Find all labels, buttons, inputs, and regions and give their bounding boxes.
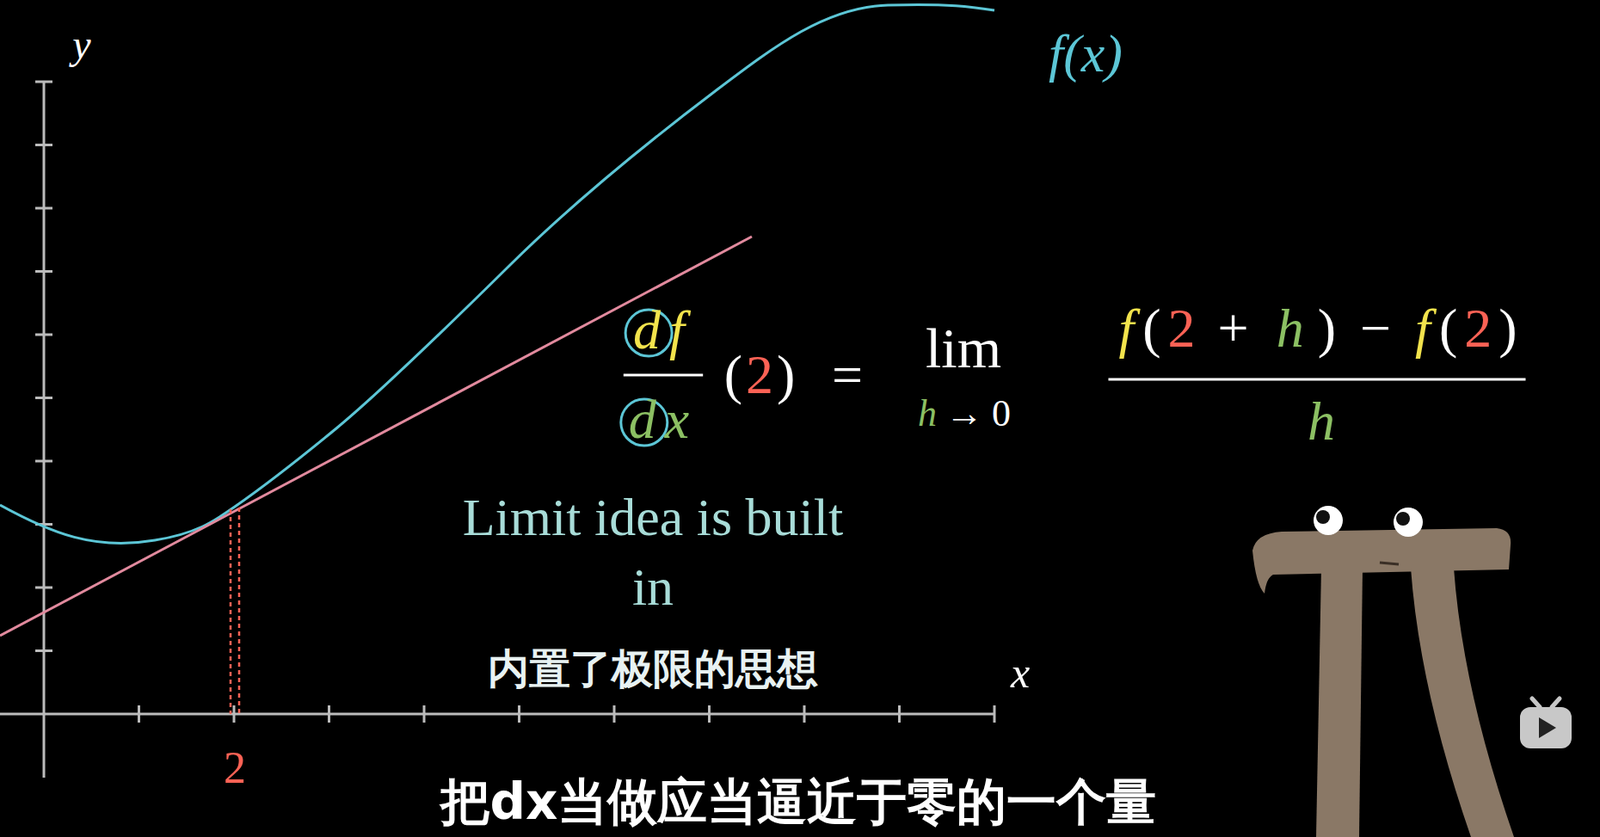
axes [0, 81, 995, 778]
limit-value: 0 [991, 394, 1011, 433]
text-group: x [1010, 651, 1030, 695]
paren: ( [1439, 301, 1458, 357]
limit-operator: lim [925, 320, 1002, 377]
increment-variable: h [1276, 301, 1305, 357]
equals-sign: = [831, 347, 863, 403]
text-group: h [1307, 393, 1336, 450]
text-group: lim [925, 320, 1002, 377]
axis-label: x [1010, 651, 1030, 695]
pi-creature [1252, 505, 1514, 837]
text-group: h→0 [914, 394, 1015, 433]
text-group: f(2+h)−f(2) [1113, 301, 1521, 357]
argument-value: 2 [745, 347, 774, 403]
text-group: Limit idea is built in [450, 482, 856, 622]
fraction-bar [623, 374, 703, 377]
text-group: 内置了极限的思想 [487, 647, 819, 690]
argument-value: 2 [1168, 301, 1196, 357]
annotation-translation: 内置了极限的思想 [487, 647, 819, 690]
annotation-text: Limit idea is built in [450, 482, 856, 622]
paren: ) [776, 347, 795, 403]
derivative-denominator: dx [628, 392, 698, 448]
argument-value: 2 [1464, 301, 1492, 357]
text-group: (2) [722, 347, 798, 403]
text-group: 2 [223, 745, 247, 791]
paren: ( [1142, 301, 1161, 357]
axis-label: y [72, 24, 91, 66]
plus-sign: + [1218, 301, 1250, 357]
curve-label: f(x) [1048, 26, 1123, 80]
paren: ) [1317, 301, 1336, 357]
text-group: = [831, 347, 863, 403]
text-group: f(x) [1048, 26, 1123, 80]
text-group: dx [628, 392, 698, 448]
video-watermark [1520, 698, 1572, 749]
dashed-guides [230, 507, 240, 714]
function-symbol: f [1415, 301, 1431, 357]
fraction-bar [1108, 378, 1527, 382]
paren: ( [724, 347, 743, 403]
limit-variable: h [917, 394, 937, 433]
paren: ) [1498, 301, 1517, 357]
text-group: 把dx当做应当逼近于零的一个量 [440, 776, 1157, 827]
function-curve [0, 4, 995, 543]
subtitle: 把dx当做应当逼近于零的一个量 [440, 776, 1157, 827]
derivative-numerator: df [633, 302, 694, 358]
tick-label: 2 [223, 745, 247, 791]
increment-variable: h [1307, 393, 1336, 450]
text-group: df [633, 302, 694, 358]
function-symbol: f [1119, 301, 1135, 357]
text-group: y [72, 24, 91, 66]
arrow-symbol: → [945, 394, 984, 433]
minus-sign: − [1360, 301, 1391, 357]
